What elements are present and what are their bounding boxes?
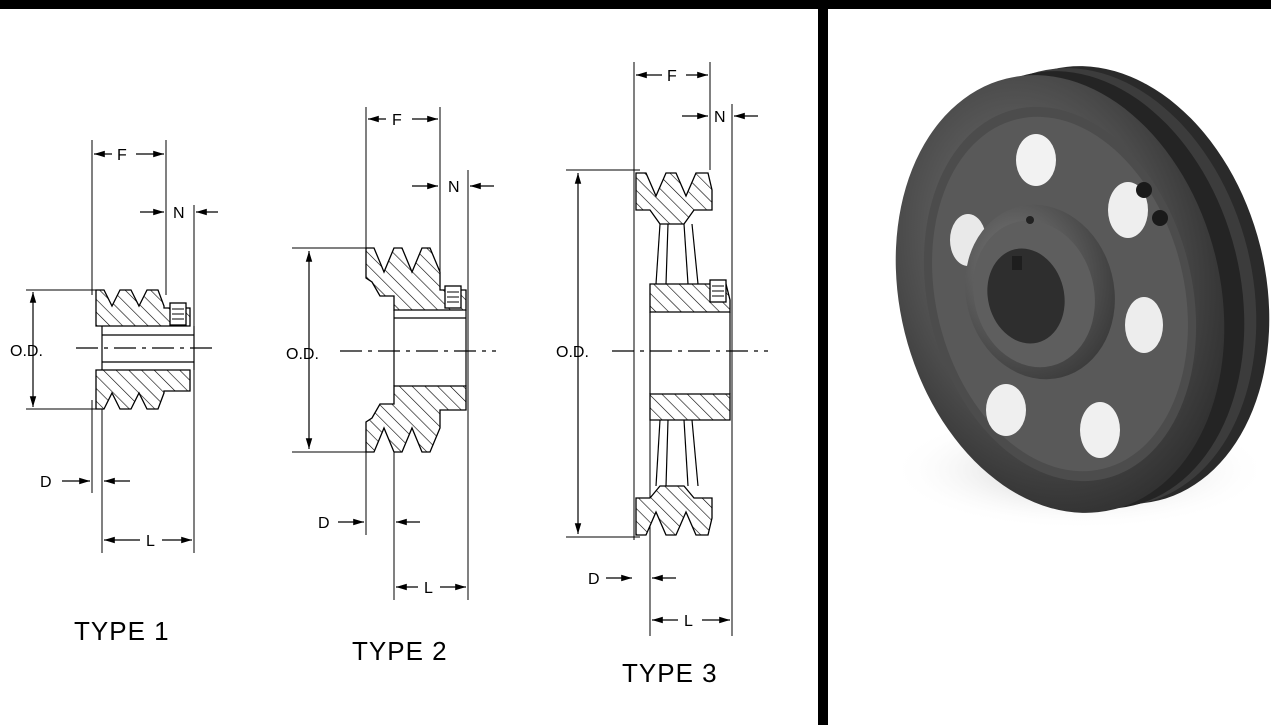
- spoke-hole: [1080, 402, 1120, 458]
- type2-title: TYPE 2: [352, 636, 448, 666]
- type1-n-label: N: [173, 205, 185, 222]
- type2-d-label: D: [318, 515, 330, 532]
- type3-d-label: D: [588, 571, 600, 588]
- spoke-hole: [986, 384, 1026, 436]
- spoke-hole: [1125, 297, 1163, 353]
- spoke-hole: [1016, 134, 1056, 186]
- type1-diagram: O.D. F N D L TYPE 1: [10, 140, 218, 646]
- type2-l-label: L: [424, 580, 433, 597]
- setscrew-hole: [1136, 182, 1152, 198]
- spoke-hole: [1108, 182, 1148, 238]
- type2-od-label: O.D.: [286, 346, 319, 363]
- pulley-bore: [987, 248, 1065, 344]
- type3-title: TYPE 3: [622, 658, 718, 688]
- type3-f-label: F: [667, 68, 677, 85]
- divider-bar: [818, 0, 828, 725]
- type1-title: TYPE 1: [74, 616, 170, 646]
- type2-f-label: F: [392, 112, 402, 129]
- keyway: [1012, 256, 1022, 270]
- type1-f-label: F: [117, 147, 127, 164]
- top-border-bar: [0, 0, 1271, 9]
- type1-l-label: L: [146, 533, 155, 550]
- type1-d-label: D: [40, 474, 52, 491]
- type3-l-label: L: [684, 613, 693, 630]
- type1-od-label: O.D.: [10, 343, 43, 360]
- type2-diagram: O.D. F N D L TYPE 2: [286, 107, 496, 666]
- type2-n-label: N: [448, 179, 460, 196]
- setscrew-hole: [1152, 210, 1168, 226]
- type3-od-label: O.D.: [556, 344, 589, 361]
- type3-diagram: O.D. F N D L TYPE 3: [556, 62, 768, 688]
- pulley-photo: [890, 66, 1270, 530]
- type3-n-label: N: [714, 109, 726, 126]
